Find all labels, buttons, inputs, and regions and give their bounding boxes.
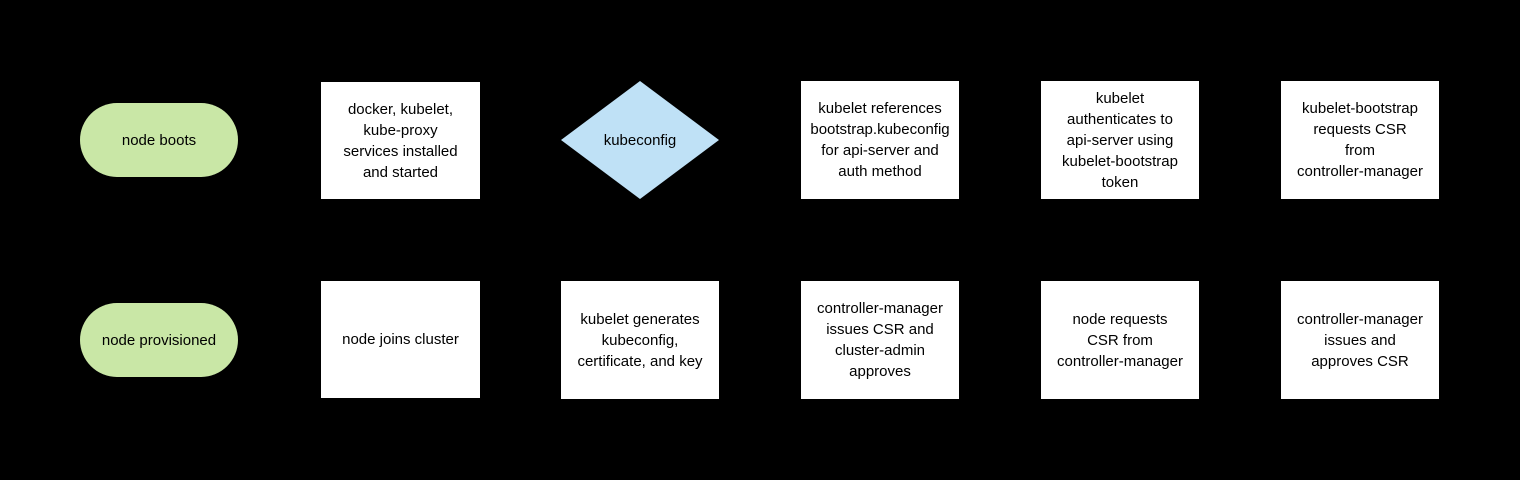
- flow-node-controller-manager-issues-csr[interactable]: controller-manager issues CSR and cluste…: [801, 281, 959, 399]
- flow-node-services-installed[interactable]: docker, kubelet, kube-proxy services ins…: [321, 82, 480, 199]
- flow-node-node-requests-csr[interactable]: node requests CSR from controller-manage…: [1041, 281, 1199, 399]
- flow-node-label-controller-manager-issues-csr: controller-manager issues CSR and cluste…: [817, 300, 943, 380]
- flow-node-label-kubeconfig-decision: kubeconfig: [603, 131, 677, 149]
- flow-node-kubelet-bootstrap-requests-csr[interactable]: kubelet-bootstrap requests CSR from cont…: [1281, 81, 1439, 199]
- flow-node-kubeconfig-decision[interactable]: kubeconfig: [561, 81, 719, 199]
- flow-node-label-kubelet-generates-kubeconfig: kubelet generates kubeconfig, certificat…: [577, 310, 703, 370]
- flow-node-label-node-joins-cluster: node joins cluster: [342, 331, 459, 348]
- flow-node-controller-manager-issues-approves[interactable]: controller-manager issues and approves C…: [1281, 281, 1439, 399]
- flow-node-label-kubelet-references-bootstrap: kubelet references bootstrap.kubeconfig …: [810, 100, 950, 180]
- flow-node-label-node-provisioned: node provisioned: [101, 331, 217, 349]
- flow-node-label-kubelet-bootstrap-requests-csr: kubelet-bootstrap requests CSR from cont…: [1297, 100, 1423, 180]
- flow-node-node-joins-cluster[interactable]: node joins cluster: [321, 281, 480, 398]
- flow-node-label-node-boots: node boots: [121, 131, 197, 149]
- flow-node-node-provisioned[interactable]: node provisioned: [80, 303, 238, 377]
- flow-node-kubelet-references-bootstrap[interactable]: kubelet references bootstrap.kubeconfig …: [801, 81, 959, 199]
- flow-node-label-node-requests-csr: node requests CSR from controller-manage…: [1057, 310, 1183, 370]
- flow-node-kubelet-generates-kubeconfig[interactable]: kubelet generates kubeconfig, certificat…: [561, 281, 719, 399]
- flow-node-node-boots[interactable]: node boots: [80, 103, 238, 177]
- flow-node-label-services-installed: docker, kubelet, kube-proxy services ins…: [343, 100, 458, 181]
- flow-node-label-controller-manager-issues-approves: controller-manager issues and approves C…: [1297, 310, 1423, 370]
- flow-node-kubelet-authenticates[interactable]: kubelet authenticates to api-server usin…: [1041, 81, 1199, 199]
- flow-node-label-kubelet-authenticates: kubelet authenticates to api-server usin…: [1062, 89, 1178, 191]
